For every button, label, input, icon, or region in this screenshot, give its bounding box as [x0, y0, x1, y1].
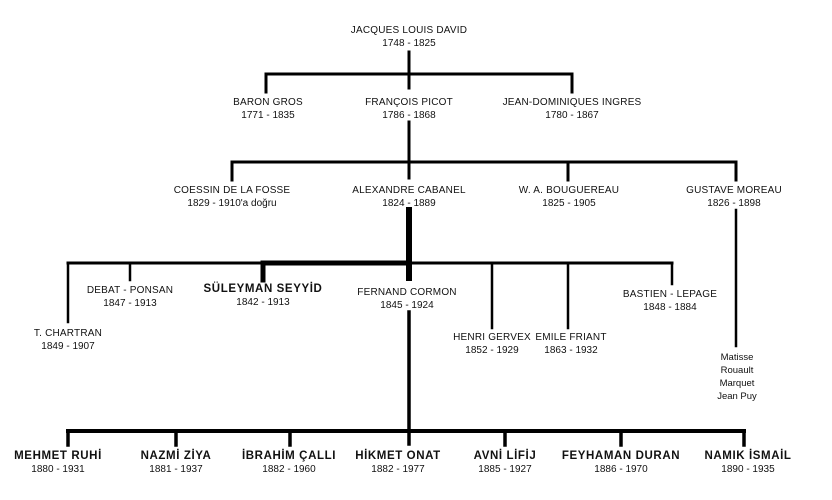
painter-name: ALEXANDRE CABANEL: [352, 185, 466, 196]
painter-name: EMILE FRIANT: [535, 332, 607, 343]
node-hikmet-onat: HİKMET ONAT 1882 - 1977: [355, 450, 441, 476]
moreau-students-list: Matisse Rouault Marquet Jean Puy: [717, 351, 757, 403]
student-name: Marquet: [719, 378, 755, 389]
painter-name: NAZMİ ZİYA: [140, 450, 212, 462]
painter-years: 1786 - 1868: [382, 110, 436, 121]
painter-name: NAMIK İSMAİL: [704, 450, 792, 462]
painter-years: 1886 - 1970: [594, 464, 648, 475]
node-ibrahim-calli: İBRAHİM ÇALLI 1882 - 1960: [242, 450, 336, 476]
painter-name: FEYHAMAN DURAN: [561, 450, 681, 462]
painter-name: BASTIEN - LEPAGE: [622, 289, 718, 300]
painter-name: FERNAND CORMON: [357, 287, 457, 298]
painter-name: JACQUES LOUIS DAVID: [350, 25, 468, 36]
painter-years: 1829 - 1910'a doğru: [187, 198, 277, 209]
painter-name: İBRAHİM ÇALLI: [241, 450, 337, 462]
painter-years: 1849 - 1907: [41, 341, 95, 352]
painter-years: 1842 - 1913: [236, 297, 290, 308]
node-friant: EMILE FRIANT 1863 - 1932: [535, 331, 606, 357]
student-name: Jean Puy: [717, 391, 757, 402]
node-gervex: HENRI GERVEX 1852 - 1929: [453, 331, 531, 357]
painter-years: 1885 - 1927: [478, 464, 532, 475]
student-name: Matisse: [720, 352, 754, 363]
painter-years: 1771 - 1835: [241, 110, 295, 121]
painter-name: FRANÇOIS PICOT: [365, 97, 453, 108]
painter-name: JEAN-DOMINIQUES INGRES: [502, 97, 642, 108]
painter-years: 1824 - 1889: [382, 198, 436, 209]
node-picot: FRANÇOIS PICOT 1786 - 1868: [365, 96, 453, 122]
painter-years: 1852 - 1929: [465, 345, 519, 356]
node-chartran: T. CHARTRAN 1849 - 1907: [34, 327, 102, 353]
painter-name: W. A. BOUGUEREAU: [518, 185, 620, 196]
painter-years: 1863 - 1932: [544, 345, 598, 356]
painter-name: HENRI GERVEX: [453, 332, 531, 343]
node-debat-ponsan: DEBAT - PONSAN 1847 - 1913: [87, 284, 173, 310]
node-suleyman-seyyid: SÜLEYMAN SEYYİD 1842 - 1913: [204, 283, 323, 309]
node-avni-lifij: AVNİ LİFİJ 1885 - 1927: [474, 450, 537, 476]
painter-name: AVNİ LİFİJ: [473, 450, 537, 462]
node-bouguereau: W. A. BOUGUEREAU 1825 - 1905: [519, 184, 619, 210]
node-gros: BARON GROS 1771 - 1835: [233, 96, 303, 122]
node-nazmi-ziya: NAZMİ ZİYA 1881 - 1937: [141, 450, 212, 476]
node-cabanel: ALEXANDRE CABANEL 1824 - 1889: [352, 184, 465, 210]
painter-name: DEBAT - PONSAN: [86, 285, 174, 296]
painter-years: 1825 - 1905: [542, 198, 596, 209]
node-bastien-lepage: BASTIEN - LEPAGE 1848 - 1884: [623, 288, 717, 314]
painter-years: 1847 - 1913: [103, 298, 157, 309]
painter-years: 1882 - 1960: [262, 464, 316, 475]
painter-years: 1890 - 1935: [721, 464, 775, 475]
painter-name: T. CHARTRAN: [33, 328, 103, 339]
painter-name: GUSTAVE MOREAU: [686, 185, 782, 196]
painter-name: BARON GROS: [233, 97, 303, 108]
student-name: Rouault: [720, 365, 754, 376]
painter-years: 1845 - 1924: [380, 300, 434, 311]
node-feyhaman-duran: FEYHAMAN DURAN 1886 - 1970: [562, 450, 680, 476]
node-david: JACQUES LOUIS DAVID 1748 - 1825: [351, 24, 467, 50]
node-ingres: JEAN-DOMINIQUES INGRES 1780 - 1867: [503, 96, 642, 122]
painter-years: 1780 - 1867: [545, 110, 599, 121]
node-moreau: GUSTAVE MOREAU 1826 - 1898: [686, 184, 782, 210]
node-cormon: FERNAND CORMON 1845 - 1924: [357, 286, 456, 312]
painter-years: 1881 - 1937: [149, 464, 203, 475]
painter-name: COESSIN DE LA FOSSE: [173, 185, 291, 196]
painter-years: 1880 - 1931: [31, 464, 85, 475]
painter-name: HİKMET ONAT: [355, 450, 441, 462]
painter-years: 1826 - 1898: [707, 198, 761, 209]
painter-years: 1748 - 1825: [382, 38, 436, 49]
painter-name: SÜLEYMAN SEYYİD: [203, 283, 323, 295]
node-namik-ismail: NAMIK İSMAİL 1890 - 1935: [704, 450, 791, 476]
painter-name: MEHMET RUHİ: [14, 450, 102, 462]
painter-years: 1848 - 1884: [643, 302, 697, 313]
node-coessin: COESSIN DE LA FOSSE 1829 - 1910'a doğru: [174, 184, 291, 210]
node-mehmet-ruhi: MEHMET RUHİ 1880 - 1931: [14, 450, 102, 476]
painter-years: 1882 - 1977: [371, 464, 425, 475]
